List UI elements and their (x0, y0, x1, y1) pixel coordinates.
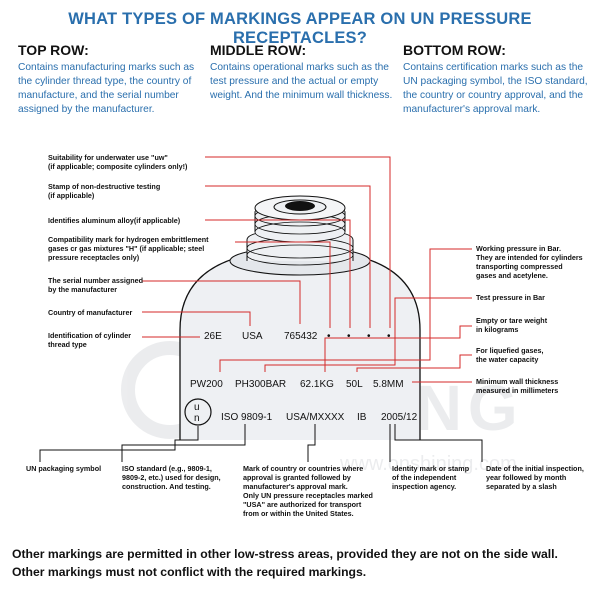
mark-dot: • (367, 331, 371, 342)
mark-inspection-date: 2005/12 (381, 412, 418, 423)
left-labels: Suitability for underwater use "uw" (if … (48, 153, 211, 349)
label-thread-type: Identification of cylinder thread type (48, 331, 133, 349)
label-serial-number: The serial number assigned by the manufa… (48, 276, 145, 294)
middle-row-column: MIDDLE ROW: Contains operational marks s… (210, 42, 400, 103)
mark-serial-number: 765432 (284, 331, 318, 342)
mark-test-pressure: PH300BAR (235, 379, 286, 390)
top-row-text: Contains manufacturing marks such as the… (18, 62, 195, 115)
footer-note: Other markings are permitted in other lo… (12, 545, 592, 581)
valve-opening (285, 201, 315, 211)
page-title: WHAT TYPES OF MARKINGS APPEAR ON UN PRES… (68, 10, 532, 47)
cylinder-neck (246, 195, 354, 266)
bottom-row-column: BOTTOM ROW: Contains certification marks… (403, 42, 593, 117)
label-country-of-manufacturer: Country of manufacturer (48, 308, 132, 317)
top-row-leaders (142, 156, 391, 338)
mark-working-pressure: PW200 (190, 379, 223, 390)
label-iso-standard: ISO standard (e.g., 9809-1, 9809-2, etc.… (122, 464, 223, 491)
label-approval-country: Mark of country or countries where appro… (243, 464, 375, 518)
mark-water-capacity: 50L (346, 379, 363, 390)
un-symbol-u: u (194, 402, 200, 413)
label-tare-weight: Empty or tare weight in kilograms (476, 316, 549, 334)
cylinder-top-row-marks: 26E USA 765432 • • • • (204, 331, 391, 342)
middle-row-heading: MIDDLE ROW: (210, 42, 307, 58)
label-inspection-date: Date of the initial inspection, year fol… (486, 464, 586, 491)
cylinder-middle-row-marks: PW200 PH300BAR 62.1KG 50L 5.8MM (190, 379, 404, 390)
footer-line: Other markings are permitted in other lo… (12, 547, 558, 561)
mark-country: USA (242, 331, 263, 342)
right-labels: Working pressure in Bar. They are intend… (476, 244, 585, 395)
mark-approval-country: USA/MXXXX (286, 412, 345, 423)
label-un-packaging-symbol: UN packaging symbol (26, 464, 101, 473)
mark-wall-thickness: 5.8MM (373, 379, 404, 390)
mark-inspection-agency: IB (357, 412, 367, 423)
bottom-row-leaders (39, 424, 483, 462)
mark-dot: • (327, 331, 331, 342)
label-test-pressure: Test pressure in Bar (476, 293, 545, 302)
cylinder-diagram: SHINING www.onshining.com (26, 153, 586, 518)
mark-thread-type: 26E (204, 331, 222, 342)
un-symbol-n: n (194, 413, 200, 424)
top-row-heading: TOP ROW: (18, 42, 89, 58)
middle-row-leaders (219, 248, 472, 383)
un-packaging-symbol-icon (184, 398, 212, 426)
bottom-row-text: Contains certification marks such as the… (403, 62, 588, 115)
watermark-url: www.onshining.com (339, 453, 517, 475)
label-inspection-agency: Identity mark or stamp of the independen… (392, 464, 471, 491)
label-wall-thickness: Minimum wall thickness measured in milli… (476, 377, 560, 395)
bottom-labels: UN packaging symbol ISO standard (e.g., … (26, 464, 586, 518)
label-nondestructive-testing: Stamp of non-destructive testing (if app… (48, 182, 162, 200)
cylinder-bottom-row-marks: u n ISO 9809-1 USA/MXXXX IB 2005/12 (184, 398, 418, 426)
label-working-pressure: Working pressure in Bar. They are intend… (476, 244, 585, 280)
label-water-capacity: For liquefied gases, the water capacity (476, 346, 546, 364)
label-aluminum-alloy: Identifies aluminum alloy(if applicable) (48, 216, 181, 225)
mark-tare-weight: 62.1KG (300, 379, 334, 390)
label-underwater-use: Suitability for underwater use "uw" (if … (48, 153, 188, 171)
middle-row-text: Contains operational marks such as the t… (210, 62, 393, 101)
footer-line: Other markings must not conflict with th… (12, 565, 367, 579)
mark-dot: • (387, 331, 391, 342)
label-hydrogen-compatibility: Compatibility mark for hydrogen embrittl… (48, 235, 211, 262)
mark-iso-standard: ISO 9809-1 (221, 412, 273, 423)
top-row-column: TOP ROW: Contains manufacturing marks su… (18, 42, 208, 117)
bottom-row-heading: BOTTOM ROW: (403, 42, 506, 58)
mark-dot: • (347, 331, 351, 342)
